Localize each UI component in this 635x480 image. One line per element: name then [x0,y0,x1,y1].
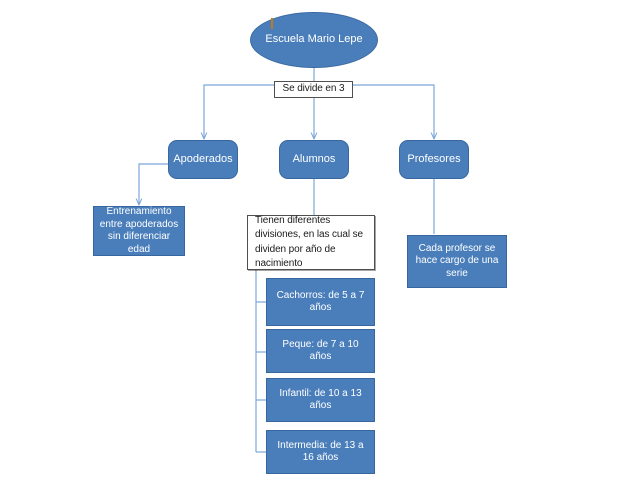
node-label: Cada profesor se hace cargo de una serie [415,242,499,279]
node-division-infantil[interactable]: Infantil: de 10 a 13 años [266,378,375,422]
node-entrenamiento-apoderados[interactable]: Entrenamiento entre apoderados sin difer… [93,206,185,256]
node-label: Alumnos [292,152,336,165]
node-profesores[interactable]: Profesores [399,140,469,179]
node-division-cachorros[interactable]: Cachorros: de 5 a 7 años [266,278,375,326]
node-label: Peque: de 7 a 10 años [282,338,359,363]
node-label: Profesores [407,152,461,165]
node-label: Se divide en 3 [282,83,345,95]
node-division-peque[interactable]: Peque: de 7 a 10 años [266,329,375,373]
node-label: Intermedia: de 13 a 16 años [277,439,364,464]
node-label: Tienen diferentes divisiones, en las cua… [255,214,364,270]
node-apoderados[interactable]: Apoderados [168,140,238,179]
node-divisiones-nota[interactable]: Tienen diferentes divisiones, en las cua… [247,215,375,270]
node-label: Entrenamiento entre apoderados sin difer… [99,206,179,255]
node-se-divide-en-3[interactable]: Se divide en 3 [274,81,353,98]
node-alumnos[interactable]: Alumnos [279,140,349,179]
node-division-intermedia[interactable]: Intermedia: de 13 a 16 años [266,430,375,474]
node-label: Infantil: de 10 a 13 años [279,387,362,412]
node-profesor-serie[interactable]: Cada profesor se hace cargo de una serie [407,235,507,288]
edge-divide-bar-left [204,84,275,139]
node-escuela-mario-lepe[interactable]: Escuela Mario Lepe [250,12,378,68]
node-label: Escuela Mario Lepe [265,33,363,46]
node-label: Apoderados [173,152,233,165]
edge-apoderados-to-entrenamiento [139,163,169,205]
cursor-tick-artifact [271,18,273,29]
node-label: Cachorros: de 5 a 7 años [276,289,365,314]
edge-divide-bar-right [352,84,434,139]
